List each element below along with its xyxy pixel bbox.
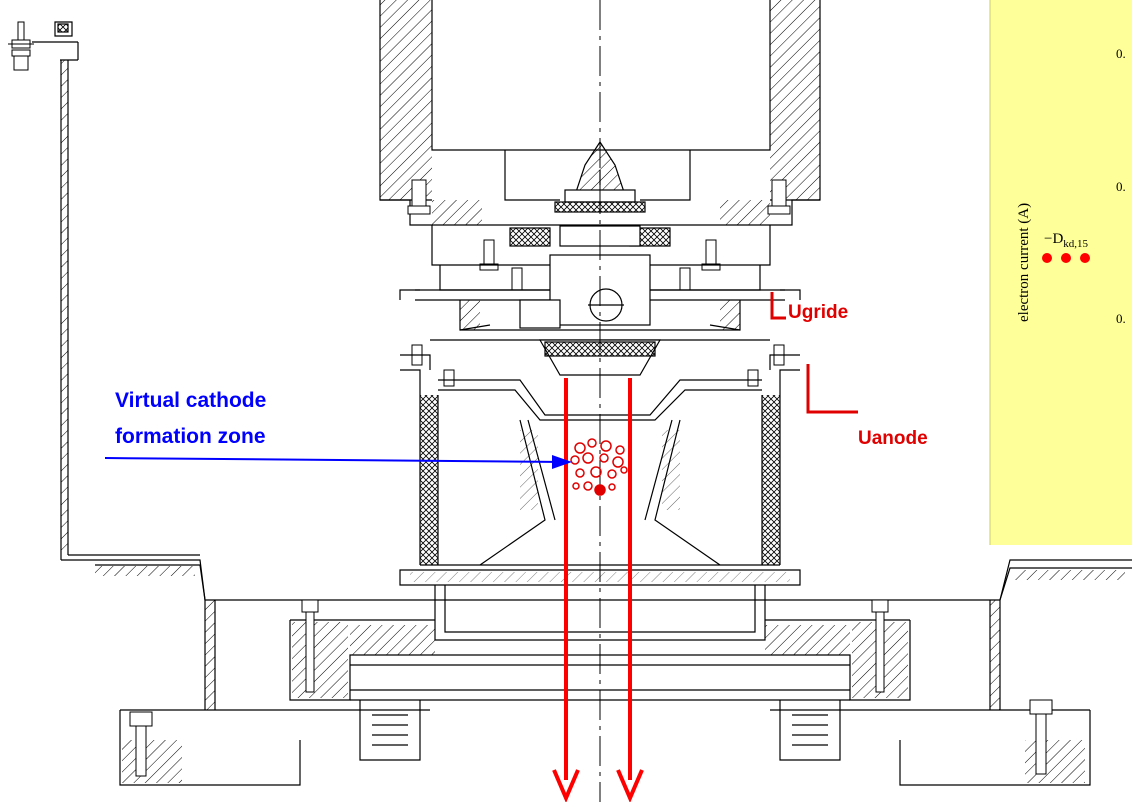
base-bolts	[129, 599, 1053, 777]
svg-text:−Dkd,15: −Dkd,15	[1044, 231, 1089, 250]
electron-beam	[552, 378, 644, 804]
ugrid-label: Ugride	[788, 302, 848, 323]
legend-subscript: kd,15	[1063, 238, 1088, 250]
red-dot-icon	[1042, 253, 1052, 263]
arrow-down-icon	[616, 769, 644, 804]
inset-chart: electron current (A) 0. 0. 0. −Dkd,15	[989, 0, 1132, 545]
bolt-icon	[8, 21, 34, 71]
red-dot-icon	[1080, 253, 1090, 263]
voltage-labels: Ugride Uanode	[770, 292, 928, 449]
inset-chart-background	[990, 0, 1132, 545]
virtual-cathode-label-line1: Virtual cathode	[115, 389, 266, 412]
uanode-label: Uanode	[858, 428, 928, 449]
electron-cloud-icon	[570, 438, 628, 496]
inset-y-axis-label: electron current (A)	[1016, 203, 1032, 322]
arrow-right-icon	[552, 455, 572, 469]
vacuum-chamber	[32, 21, 1132, 786]
legend-prefix: −D	[1044, 231, 1063, 247]
inset-legend: −Dkd,15	[1042, 231, 1090, 263]
arrow-down-icon	[552, 769, 580, 804]
inset-tick-label: 0.	[1116, 179, 1126, 194]
inset-tick-label: 0.	[1116, 46, 1126, 61]
inset-tick-label: 0.	[1116, 311, 1126, 326]
red-dot-icon	[1061, 253, 1071, 263]
virtual-cathode-label-line2: formation zone	[115, 425, 266, 448]
base-flange	[289, 619, 911, 761]
virtual-cathode-annotation: Virtual cathode formation zone	[104, 389, 572, 469]
upper-column	[379, 0, 821, 226]
